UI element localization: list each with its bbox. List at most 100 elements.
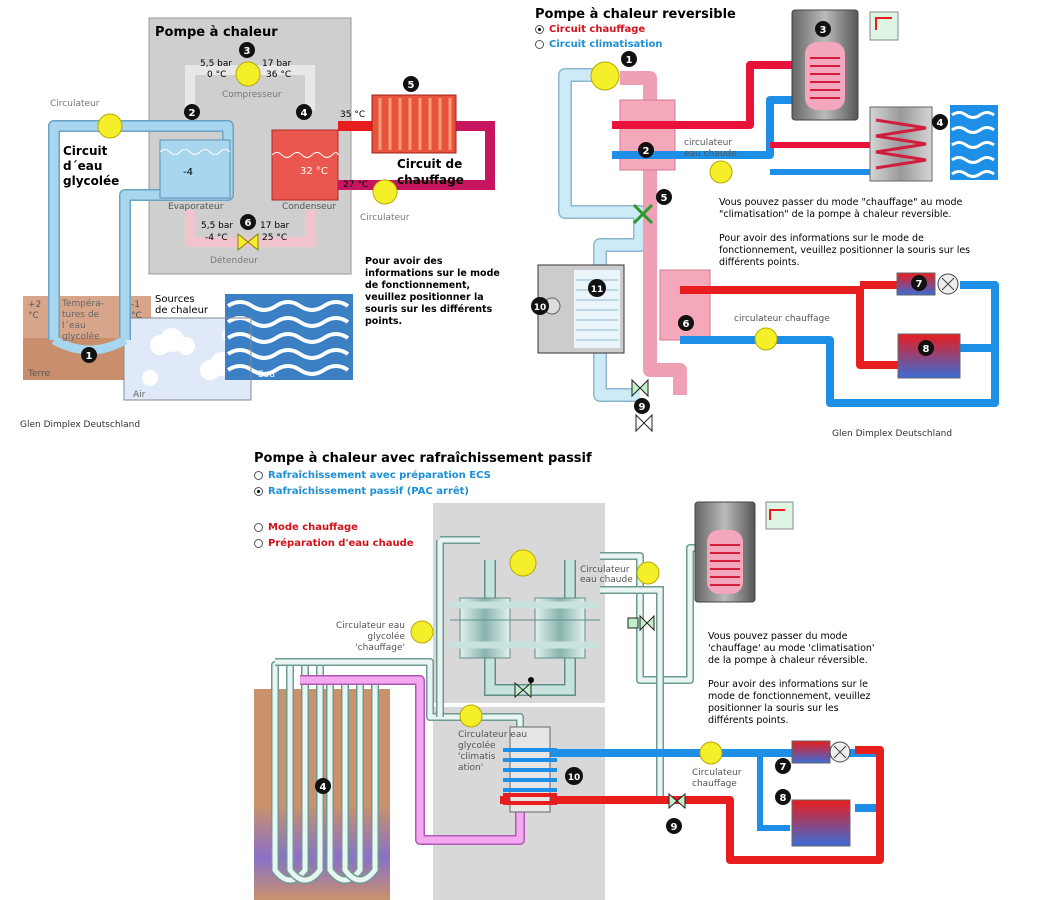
marker-1[interactable]: 1 [81,347,97,363]
panel3-info2-2: mode de fonctionnement, veuillez [708,691,870,702]
condenser-temp: 32 °C [300,166,328,177]
panel3-title: Pompe à chaleur avec rafraîchissement pa… [254,451,592,466]
radio-dot[interactable] [254,539,263,548]
radio-hot-water-mode[interactable]: Préparation d'eau chaude [254,538,414,549]
p2-marker-11[interactable]: 11 [588,279,606,297]
p3-marker-9[interactable]: 9 [666,818,682,834]
p2-marker-3[interactable]: 3 [815,21,831,37]
svg-text:1: 1 [86,351,93,362]
p2-marker-10[interactable]: 10 [531,297,549,315]
glycol-cool-circulator-icon[interactable] [459,704,483,728]
panel3-info1-1: Vous pouvez passer du mode [708,631,848,642]
four-way-valve-icon[interactable] [632,203,654,225]
evaporator-label: Evaporateur [168,202,224,212]
ecs-circulator-label-2: eau chaude [684,149,737,159]
p2-marker-2[interactable]: 2 [638,142,654,158]
p2-marker-8[interactable]: 8 [918,340,934,356]
valve-9-3-icon[interactable] [668,792,686,810]
p3-marker-4[interactable]: 4 [315,778,331,794]
temp-25-label: 25 °C [262,233,287,243]
glycol-loop [559,69,646,401]
p2-marker-5[interactable]: 5 [656,189,672,205]
heat-circulator-label-2: circulateur chauffage [734,314,830,324]
svg-text:8: 8 [780,793,787,804]
heating-circuit-label-1: Circuit de [397,157,462,171]
svg-text:6: 6 [245,218,252,229]
ecs-hot-pipe [612,61,810,129]
ecs-circulator-icon-3[interactable] [636,561,660,585]
heating-return-pipe-3 [500,746,884,864]
marker-6[interactable]: 6 [240,214,256,230]
radio-dot[interactable] [254,523,263,532]
marker-4[interactable]: 4 [296,104,312,120]
panel2-info2-2: fonctionnement, veuillez positionner la … [719,245,970,256]
earth-label-2: tures de [62,310,100,320]
radio-dot[interactable] [254,471,263,480]
marker-2[interactable]: 2 [184,104,200,120]
earth-temp-left-1: +2 [28,300,41,310]
panel3-info2-1: Pour avoir des informations sur le [708,679,868,690]
expansion-valve-icon[interactable] [237,232,259,252]
p2-marker-6[interactable]: 6 [678,315,694,331]
radio-label: Circuit climatisation [549,39,663,50]
compressor-icon[interactable] [235,61,261,87]
p2-marker-1[interactable]: 1 [621,51,637,67]
earth-label-1: Tempéra- [61,298,104,309]
compressor-icon-3[interactable] [509,549,537,577]
p3-glyc-cool-2: glycolée [458,740,496,751]
radio-heating-mode[interactable]: Mode chauffage [254,522,358,533]
panel1-info-4: veuillez positionner la [365,292,484,303]
radio-cooling-with-ecs[interactable]: Rafraîchissement avec préparation ECS [254,470,491,481]
heat-circulator-icon-3[interactable] [699,741,723,765]
compressor-icon-2[interactable] [590,61,620,91]
glycol-circuit-label-2: d´eau [63,159,102,173]
radio-dot[interactable] [254,487,263,496]
svg-text:10: 10 [534,303,547,313]
radio-circuit-cooling[interactable]: Circuit climatisation [535,39,663,50]
panel1-info-6: points. [365,316,402,327]
p3-ecs-label-2: eau chaude [580,575,633,585]
pressure-low2-label: 5,5 bar [201,221,233,231]
p2-marker-9[interactable]: 9 [634,398,650,414]
radiator [371,94,457,154]
temp-minus4-label: -4 °C [205,233,228,243]
p3-glyc-heat-2: glycolée [367,631,405,642]
pressure-high-label: 17 bar [262,59,292,69]
panel-reversible-heat-pump: Pompe à chaleur reversible [531,7,999,439]
glycol-heat-circulator-icon[interactable] [410,620,434,644]
p3-marker-8[interactable]: 8 [775,789,791,805]
radiator-3 [791,799,851,847]
marker-3[interactable]: 3 [239,42,255,58]
p3-glyc-cool-4: ation' [458,763,483,773]
svg-text:4: 4 [937,118,944,129]
radio-circuit-heating[interactable]: Circuit chauffage [535,24,645,35]
p3-marker-10[interactable]: 10 [565,767,583,785]
earth-label-4: glycolée [62,331,100,342]
earth-temp-right-1: -1 [131,300,140,310]
radio-label: Rafraîchissement passif (PAC arrêt) [268,486,470,497]
glycol-circulator-icon[interactable] [97,113,123,139]
svg-text:11: 11 [591,285,604,295]
valve-9-icon[interactable] [631,378,649,398]
pressure-high2-label: 17 bar [260,221,290,231]
panel2-info1-2: "climatisation" de la pompe à chaleur re… [719,209,951,220]
marker-5[interactable]: 5 [403,76,419,92]
heating-circulator-icon-2[interactable] [754,327,778,351]
radio-passive-cooling[interactable]: Rafraîchissement passif (PAC arrêt) [254,486,469,497]
heating-supply-pipe [680,286,905,369]
evaporator [159,139,231,199]
heating-circulator-icon[interactable] [372,179,398,205]
panel1-credit: Glen Dimplex Deutschland [20,420,140,430]
fan-coil-unit-3 [791,740,831,764]
p2-marker-7[interactable]: 7 [911,275,927,291]
temp-36-label: 36 °C [266,70,291,80]
p3-glyc-cool-1: Circulateur eau [458,730,527,740]
expansion-valve-3-icon[interactable] [514,681,532,699]
radio-dot[interactable] [535,40,544,49]
radio-dot[interactable] [535,25,544,34]
p3-marker-7[interactable]: 7 [775,758,791,774]
ecs-circulator-icon[interactable] [709,160,733,184]
p2-marker-4[interactable]: 4 [932,114,948,130]
heating-return-pipe [680,281,999,407]
panel3-info1-2: 'chauffage' au mode 'climatisation' [708,643,875,654]
